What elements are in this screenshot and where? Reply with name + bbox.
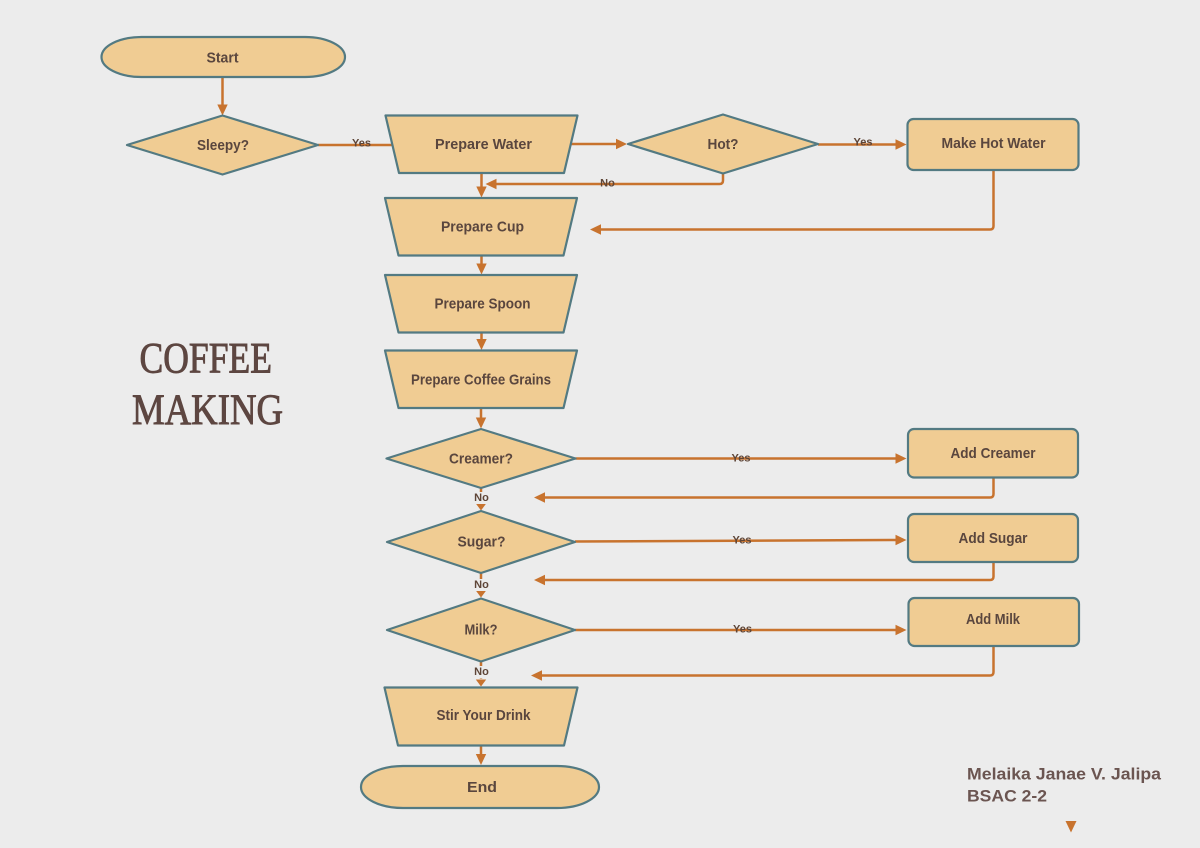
svg-text:End: End	[467, 779, 497, 796]
svg-text:Prepare Water: Prepare Water	[435, 136, 532, 153]
svg-text:Yes: Yes	[352, 138, 371, 150]
svg-text:MAKING: MAKING	[132, 387, 283, 434]
svg-text:Add Creamer: Add Creamer	[951, 445, 1036, 462]
svg-text:Yes: Yes	[733, 624, 752, 636]
svg-text:Yes: Yes	[732, 453, 751, 465]
svg-text:Add Milk: Add Milk	[966, 611, 1021, 628]
svg-text:Yes: Yes	[733, 535, 752, 547]
svg-text:Add Sugar: Add Sugar	[959, 530, 1028, 547]
svg-text:Prepare Coffee Grains: Prepare Coffee Grains	[411, 372, 551, 389]
svg-text:No: No	[474, 666, 489, 678]
svg-text:BSAC 2-2: BSAC 2-2	[967, 787, 1047, 806]
svg-text:Milk?: Milk?	[465, 622, 498, 639]
svg-text:Melaika Janae V. Jalipa: Melaika Janae V. Jalipa	[967, 765, 1162, 784]
svg-text:No: No	[474, 492, 489, 504]
svg-text:Prepare Spoon: Prepare Spoon	[435, 296, 531, 313]
svg-text:No: No	[474, 579, 489, 591]
svg-text:Start: Start	[207, 50, 239, 67]
svg-text:Sleepy?: Sleepy?	[197, 137, 249, 154]
svg-text:Stir Your Drink: Stir Your Drink	[437, 707, 532, 724]
svg-text:No: No	[600, 178, 615, 190]
svg-text:Sugar?: Sugar?	[458, 534, 506, 551]
svg-text:Make Hot Water: Make Hot Water	[942, 135, 1046, 152]
svg-text:Prepare Cup: Prepare Cup	[441, 219, 524, 236]
svg-text:Hot?: Hot?	[708, 136, 739, 153]
svg-text:Yes: Yes	[854, 137, 873, 149]
svg-text:COFFEE: COFFEE	[140, 335, 273, 382]
svg-text:Creamer?: Creamer?	[449, 451, 513, 468]
